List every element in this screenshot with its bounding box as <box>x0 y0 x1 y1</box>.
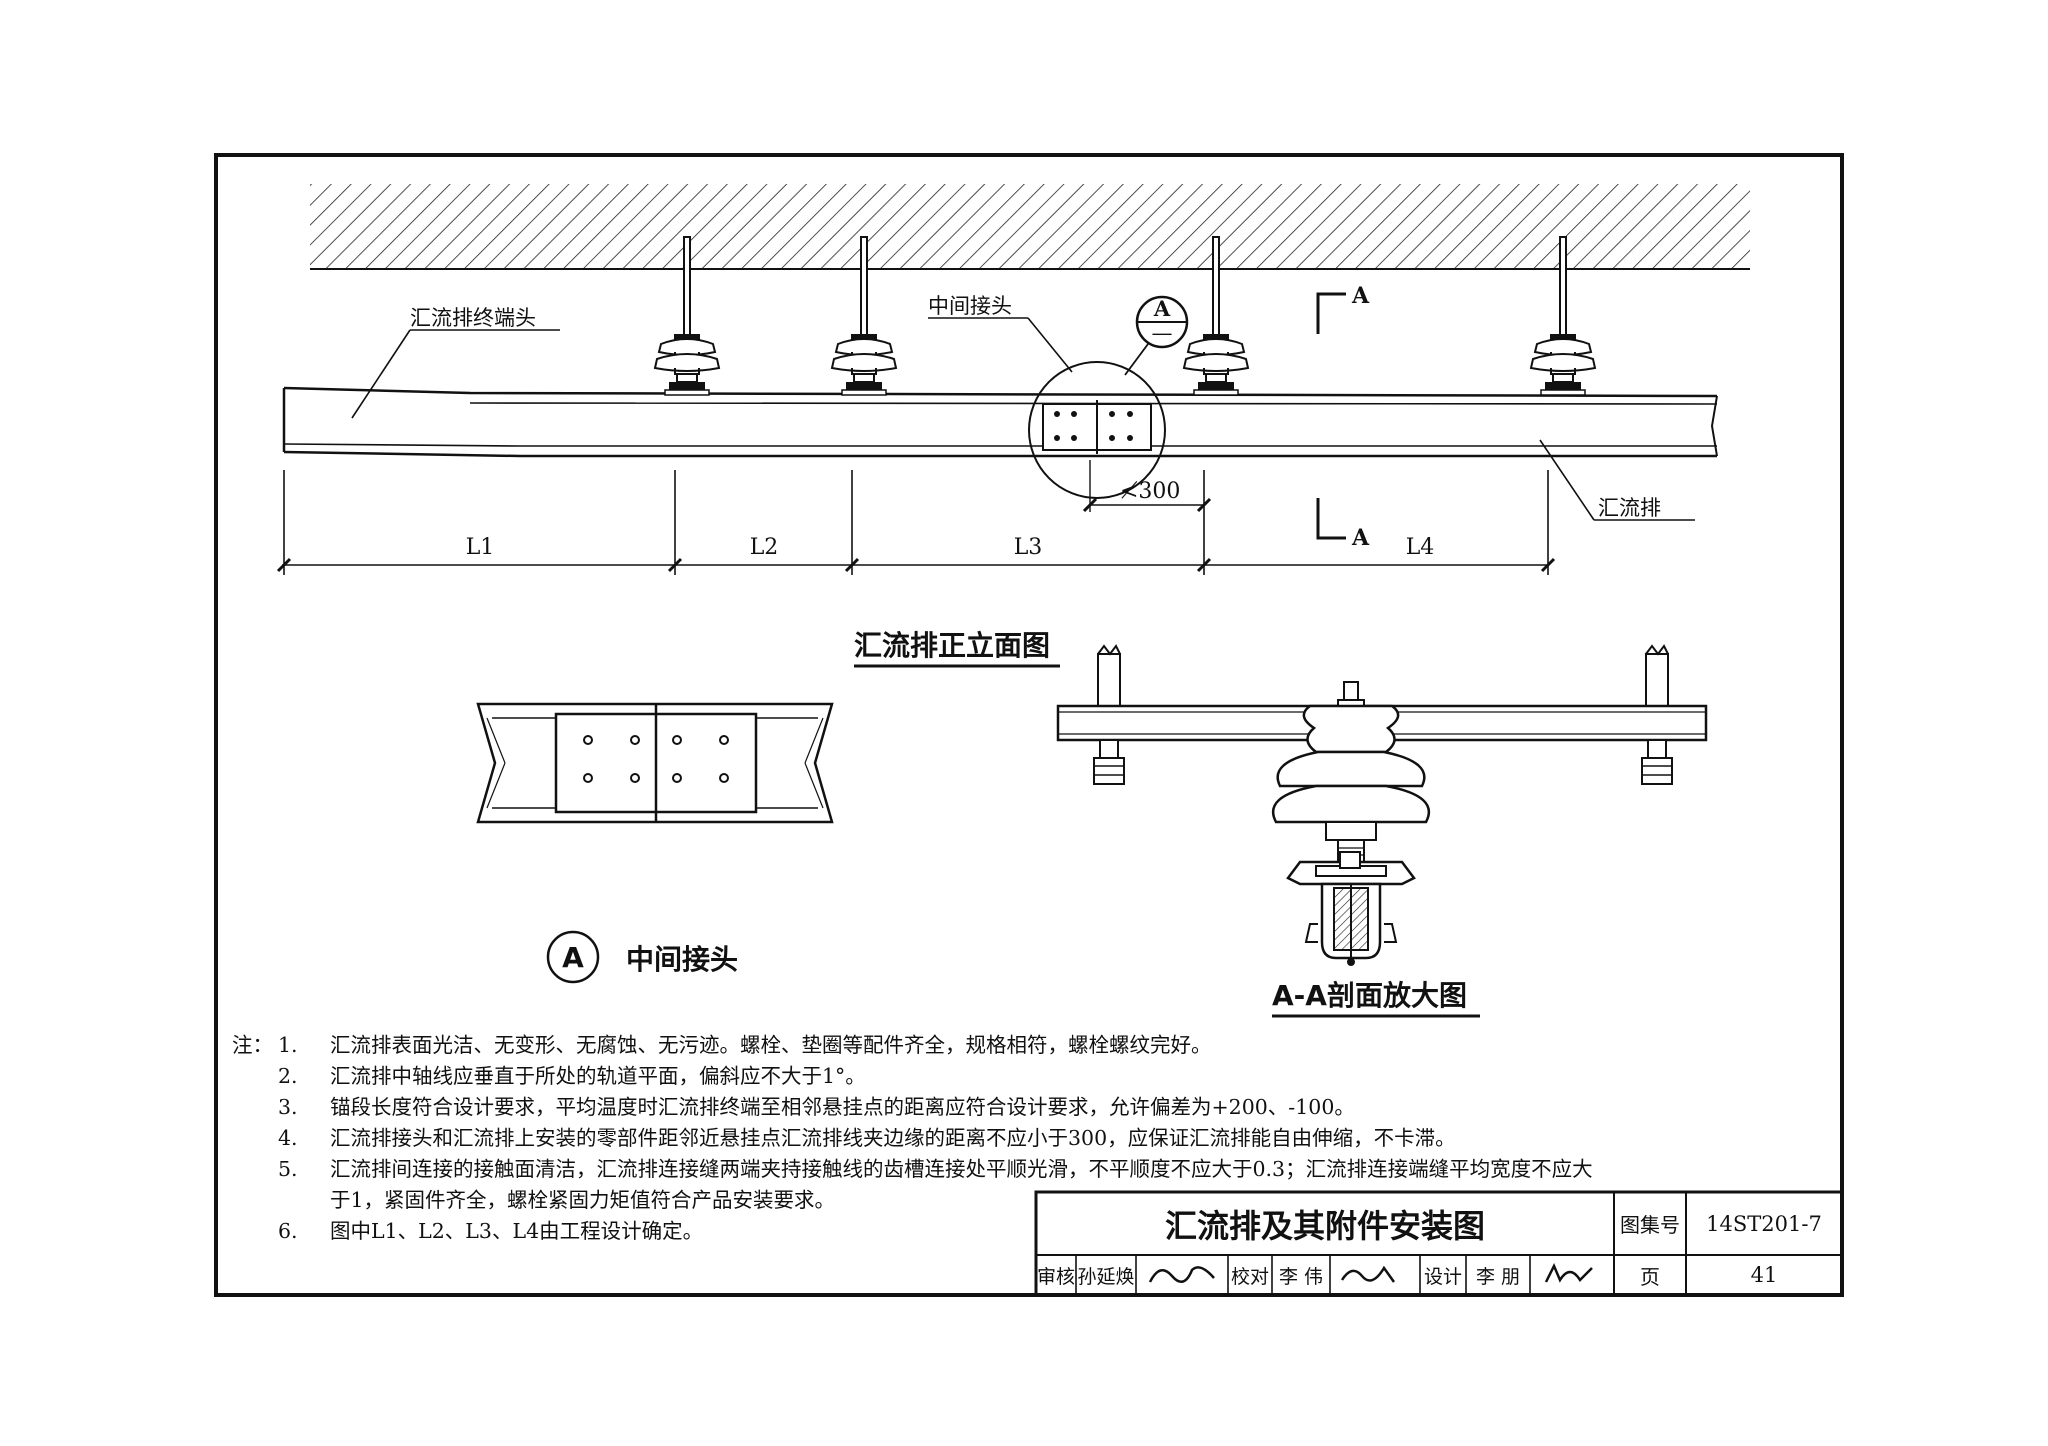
label-end-joint: 汇流排终端头 <box>410 306 536 330</box>
busbar-elevation <box>282 386 1718 458</box>
drawing-title: 汇流排及其附件安装图 <box>1164 1206 1485 1245</box>
caption-section-a-a: A-A剖面放大图 <box>1272 979 1467 1012</box>
note-text: 图中L1、L2、L3、L4由工程设计确定。 <box>330 1219 704 1243</box>
section-mark-top: A <box>1351 283 1370 309</box>
label-mid-joint: 中间接头 <box>928 294 1012 318</box>
caption-elevation: 汇流排正立面图 <box>854 629 1050 662</box>
page-label: 页 <box>1640 1264 1660 1289</box>
detail-a-letter: A <box>562 941 584 974</box>
note-item-5-cont: 于1，紧固件齐全，螺栓紧固力矩值符合产品安装要求。 <box>232 1185 1832 1216</box>
design-label: 设计 <box>1423 1265 1462 1288</box>
detail-bubble-a: A — <box>1124 295 1189 376</box>
dim-300-text: ≮300 <box>1120 479 1180 504</box>
note-text: 汇流排表面光洁、无变形、无腐蚀、无污迹。螺栓、垫圈等配件齐全，规格相符，螺栓螺纹… <box>330 1033 1212 1057</box>
note-number: 2. <box>278 1064 298 1088</box>
note-text: 汇流排接头和汇流排上安装的零部件距邻近悬挂点汇流排线夹边缘的距离不应小于300，… <box>330 1126 1456 1150</box>
design-name: 李 朋 <box>1475 1265 1521 1288</box>
note-item-3: 3. 锚段长度符合设计要求，平均温度时汇流排终端至相邻悬挂点的距离应符合设计要求… <box>232 1092 1832 1123</box>
note-number: 1. <box>278 1033 298 1057</box>
ceiling-hatch <box>310 184 1750 270</box>
detail-a-title: 中间接头 <box>626 943 738 976</box>
detail-bubble-sub: — <box>1152 321 1173 345</box>
leader-busbar: 汇流排 <box>1539 439 1695 521</box>
page-number: 41 <box>1750 1263 1778 1287</box>
drawing-frame <box>214 153 1844 1297</box>
note-number: 4. <box>278 1126 298 1150</box>
leader-end-joint: 汇流排终端头 <box>351 306 560 419</box>
note-text: 汇流排中轴线应垂直于所处的轨道平面，偏斜应不大于1°。 <box>330 1064 866 1088</box>
note-item-6: 6. 图中L1、L2、L3、L4由工程设计确定。 <box>232 1216 1832 1247</box>
title-block-grid <box>1034 1190 1844 1297</box>
note-item-5: 5. 汇流排间连接的接触面清洁，汇流排连接缝两端夹持接触线的齿槽连接处平顺光滑，… <box>232 1154 1832 1185</box>
dimension-300: ≮300 <box>1082 460 1212 513</box>
review-label: 审核 <box>1036 1265 1075 1288</box>
note-text: 于1，紧固件齐全，螺栓紧固力矩值符合产品安装要求。 <box>330 1188 836 1212</box>
span-l4: L4 <box>1406 535 1435 560</box>
detail-a-drawing <box>476 702 834 824</box>
mid-joint-callout <box>1028 361 1166 499</box>
label-busbar: 汇流排 <box>1598 496 1661 520</box>
span-l3: L3 <box>1014 535 1043 560</box>
note-number: 5. <box>278 1157 298 1181</box>
review-name: 孙延焕 <box>1077 1265 1135 1288</box>
note-item-4: 4. 汇流排接头和汇流排上安装的零部件距邻近悬挂点汇流排线夹边缘的距离不应小于3… <box>232 1123 1832 1154</box>
span-l1: L1 <box>466 535 495 560</box>
note-text: 汇流排间连接的接触面清洁，汇流排连接缝两端夹持接触线的齿槽连接处平顺光滑，不平顺… <box>330 1157 1593 1181</box>
section-a-a-drawing <box>1056 644 1708 966</box>
notes-prefix: 注： <box>232 1033 273 1057</box>
detail-bubble-letter: A <box>1153 296 1171 321</box>
note-number: 3. <box>278 1095 298 1119</box>
note-number: 6. <box>278 1219 298 1243</box>
section-mark-bottom: A <box>1351 525 1370 551</box>
signature-marks <box>1148 1263 1593 1283</box>
section-mark-a-a: A A <box>1316 283 1370 551</box>
notes-block: 注： 1. 汇流排表面光洁、无变形、无腐蚀、无污迹。螺栓、垫圈等配件齐全，规格相… <box>232 1030 1832 1247</box>
atlas-no: 14ST201-7 <box>1706 1211 1822 1236</box>
leader-mid-joint: 中间接头 <box>928 294 1073 373</box>
atlas-no-label: 图集号 <box>1620 1213 1680 1237</box>
span-l2: L2 <box>750 535 779 560</box>
check-name: 李 伟 <box>1278 1265 1324 1288</box>
note-text: 锚段长度符合设计要求，平均温度时汇流排终端至相邻悬挂点的距离应符合设计要求，允许… <box>330 1095 1355 1119</box>
check-label: 校对 <box>1230 1265 1269 1288</box>
detail-a-caption: A 中间接头 <box>546 930 738 984</box>
note-item-1: 注： 1. 汇流排表面光洁、无变形、无腐蚀、无污迹。螺栓、垫圈等配件齐全，规格相… <box>232 1030 1832 1061</box>
dimension-chain: L1 L2 L3 L4 <box>276 470 1556 575</box>
note-item-2: 2. 汇流排中轴线应垂直于所处的轨道平面，偏斜应不大于1°。 <box>232 1061 1832 1092</box>
